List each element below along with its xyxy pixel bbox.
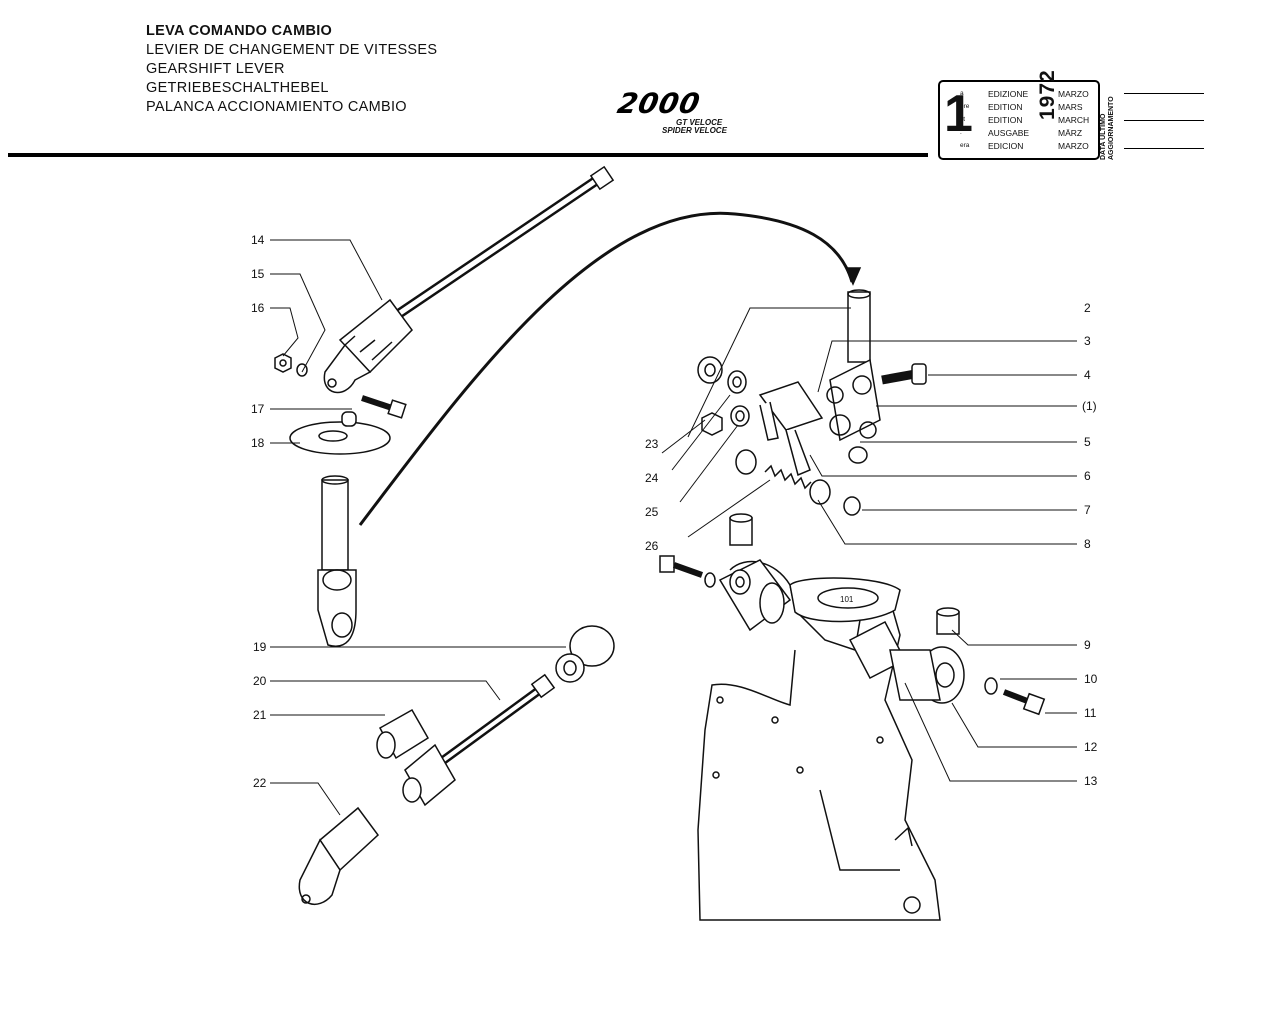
plug-part bbox=[735, 449, 831, 505]
gearbox-housing-part: 101 bbox=[697, 559, 965, 921]
callout-label: 6 bbox=[1084, 469, 1091, 483]
callout-label: 15 bbox=[251, 267, 265, 281]
edition-month: MARZO bbox=[1058, 141, 1089, 151]
logo-sub-gt: GT VELOCE bbox=[676, 118, 723, 127]
callout-label: 2 bbox=[1084, 301, 1091, 315]
edition-suffix: era bbox=[960, 142, 970, 149]
lower-lever-part bbox=[317, 475, 357, 647]
edition-row: st EDITION MARCH bbox=[940, 115, 1098, 128]
header-rule bbox=[8, 153, 928, 157]
edition-month: MARCH bbox=[1058, 115, 1090, 125]
nut-part bbox=[274, 353, 292, 373]
callout-label: 8 bbox=[1084, 537, 1091, 551]
pin-bolt-part bbox=[881, 363, 927, 385]
assembly-arc bbox=[358, 211, 854, 526]
title-spanish: PALANCA ACCIONAMIENTO CAMBIO bbox=[146, 99, 407, 115]
edition-word: AUSGABE bbox=[988, 128, 1030, 138]
title-italian: LEVA COMANDO CAMBIO bbox=[146, 23, 333, 39]
callout-label: 11 bbox=[1084, 706, 1097, 720]
edition-row: ere EDITION MARS bbox=[940, 102, 1098, 115]
logo-sub-spider: SPIDER VELOCE bbox=[662, 126, 727, 135]
callout-label: 24 bbox=[645, 471, 659, 485]
callout-label: 4 bbox=[1084, 368, 1091, 382]
edition-month: MARZO bbox=[1058, 89, 1089, 99]
screw-part bbox=[1002, 689, 1046, 716]
edition-month: MARS bbox=[1058, 102, 1083, 112]
screw-part bbox=[361, 395, 407, 419]
assembly-arrow bbox=[844, 267, 862, 286]
update-line bbox=[1124, 93, 1204, 94]
edition-row: . AUSGABE MÄRZ bbox=[940, 128, 1098, 141]
callout-label: 21 bbox=[253, 708, 267, 722]
boot-part bbox=[298, 806, 380, 905]
edition-word: EDITION bbox=[988, 102, 1023, 112]
callout-label: 19 bbox=[253, 640, 267, 654]
washer-part bbox=[697, 356, 861, 516]
callout-label: 25 bbox=[645, 505, 659, 519]
title-english: GEARSHIFT LEVER bbox=[146, 61, 285, 77]
edition-word: EDIZIONE bbox=[988, 89, 1029, 99]
callout-label: 3 bbox=[1084, 334, 1091, 348]
finger-part bbox=[758, 381, 824, 477]
shift-rod-part bbox=[323, 165, 615, 394]
edition-word: EDICION bbox=[988, 141, 1024, 151]
callout-label: 20 bbox=[253, 674, 267, 688]
edition-suffix: ere bbox=[960, 103, 970, 110]
casting-mark: 101 bbox=[840, 595, 854, 604]
edition-box: 1 a EDIZIONE MARZO ere EDITION MARS st E… bbox=[938, 69, 1100, 160]
callout-label: (1) bbox=[1082, 399, 1097, 413]
callout-label: 7 bbox=[1084, 503, 1091, 517]
callout-label: 26 bbox=[645, 539, 659, 553]
title-french: LEVIER DE CHANGEMENT DE VITESSES bbox=[146, 42, 438, 58]
long-bolt-part bbox=[659, 555, 716, 588]
washer-part bbox=[984, 677, 998, 695]
leader-lines bbox=[270, 239, 1077, 816]
edition-suffix: . bbox=[960, 129, 962, 136]
callout-label: 16 bbox=[251, 301, 265, 315]
cap-part bbox=[936, 607, 960, 635]
yoke-part bbox=[555, 625, 615, 683]
callout-label: 14 bbox=[251, 233, 265, 247]
callout-label: 18 bbox=[251, 436, 265, 450]
short-rod-part bbox=[402, 673, 556, 807]
selector-shaft-part bbox=[826, 289, 881, 464]
edition-word: EDITION bbox=[988, 115, 1023, 125]
spring-part bbox=[764, 464, 812, 490]
callout-label: 17 bbox=[251, 402, 265, 416]
edition-row: a EDIZIONE MARZO bbox=[940, 89, 1098, 102]
callout-label: 5 bbox=[1084, 435, 1091, 449]
title-german: GETRIEBESCHALTHEBEL bbox=[146, 80, 329, 96]
callout-labels-right: 2 3 4 (1) 5 6 7 8 9 10 11 12 13 bbox=[1082, 301, 1098, 788]
plate-part bbox=[289, 411, 391, 455]
nut-part bbox=[701, 412, 723, 436]
update-line bbox=[1124, 148, 1204, 149]
edition-month: MÄRZ bbox=[1058, 128, 1083, 138]
edition-suffix: a bbox=[960, 90, 964, 97]
callout-label: 23 bbox=[645, 437, 659, 451]
edition-number: 1 bbox=[944, 85, 973, 143]
callout-label: 13 bbox=[1084, 774, 1098, 788]
callout-labels-left: 14 15 16 17 18 19 20 21 22 23 24 25 26 bbox=[251, 233, 659, 790]
edition-row: era EDICION MARZO bbox=[940, 141, 1098, 154]
callout-label: 12 bbox=[1084, 740, 1098, 754]
title-block: LEVA COMANDO CAMBIO LEVIER DE CHANGEMENT… bbox=[146, 22, 437, 117]
model-logo: 2000 GT VELOCE SPIDER VELOCE bbox=[615, 87, 748, 135]
washer-part bbox=[296, 363, 308, 377]
callout-label: 22 bbox=[253, 776, 267, 790]
bushing-part bbox=[376, 708, 430, 760]
edition-suffix: st bbox=[960, 116, 966, 123]
callout-label: 9 bbox=[1084, 638, 1091, 652]
sleeve-part bbox=[729, 513, 753, 546]
update-line bbox=[1124, 120, 1204, 121]
callout-label: 10 bbox=[1084, 672, 1098, 686]
